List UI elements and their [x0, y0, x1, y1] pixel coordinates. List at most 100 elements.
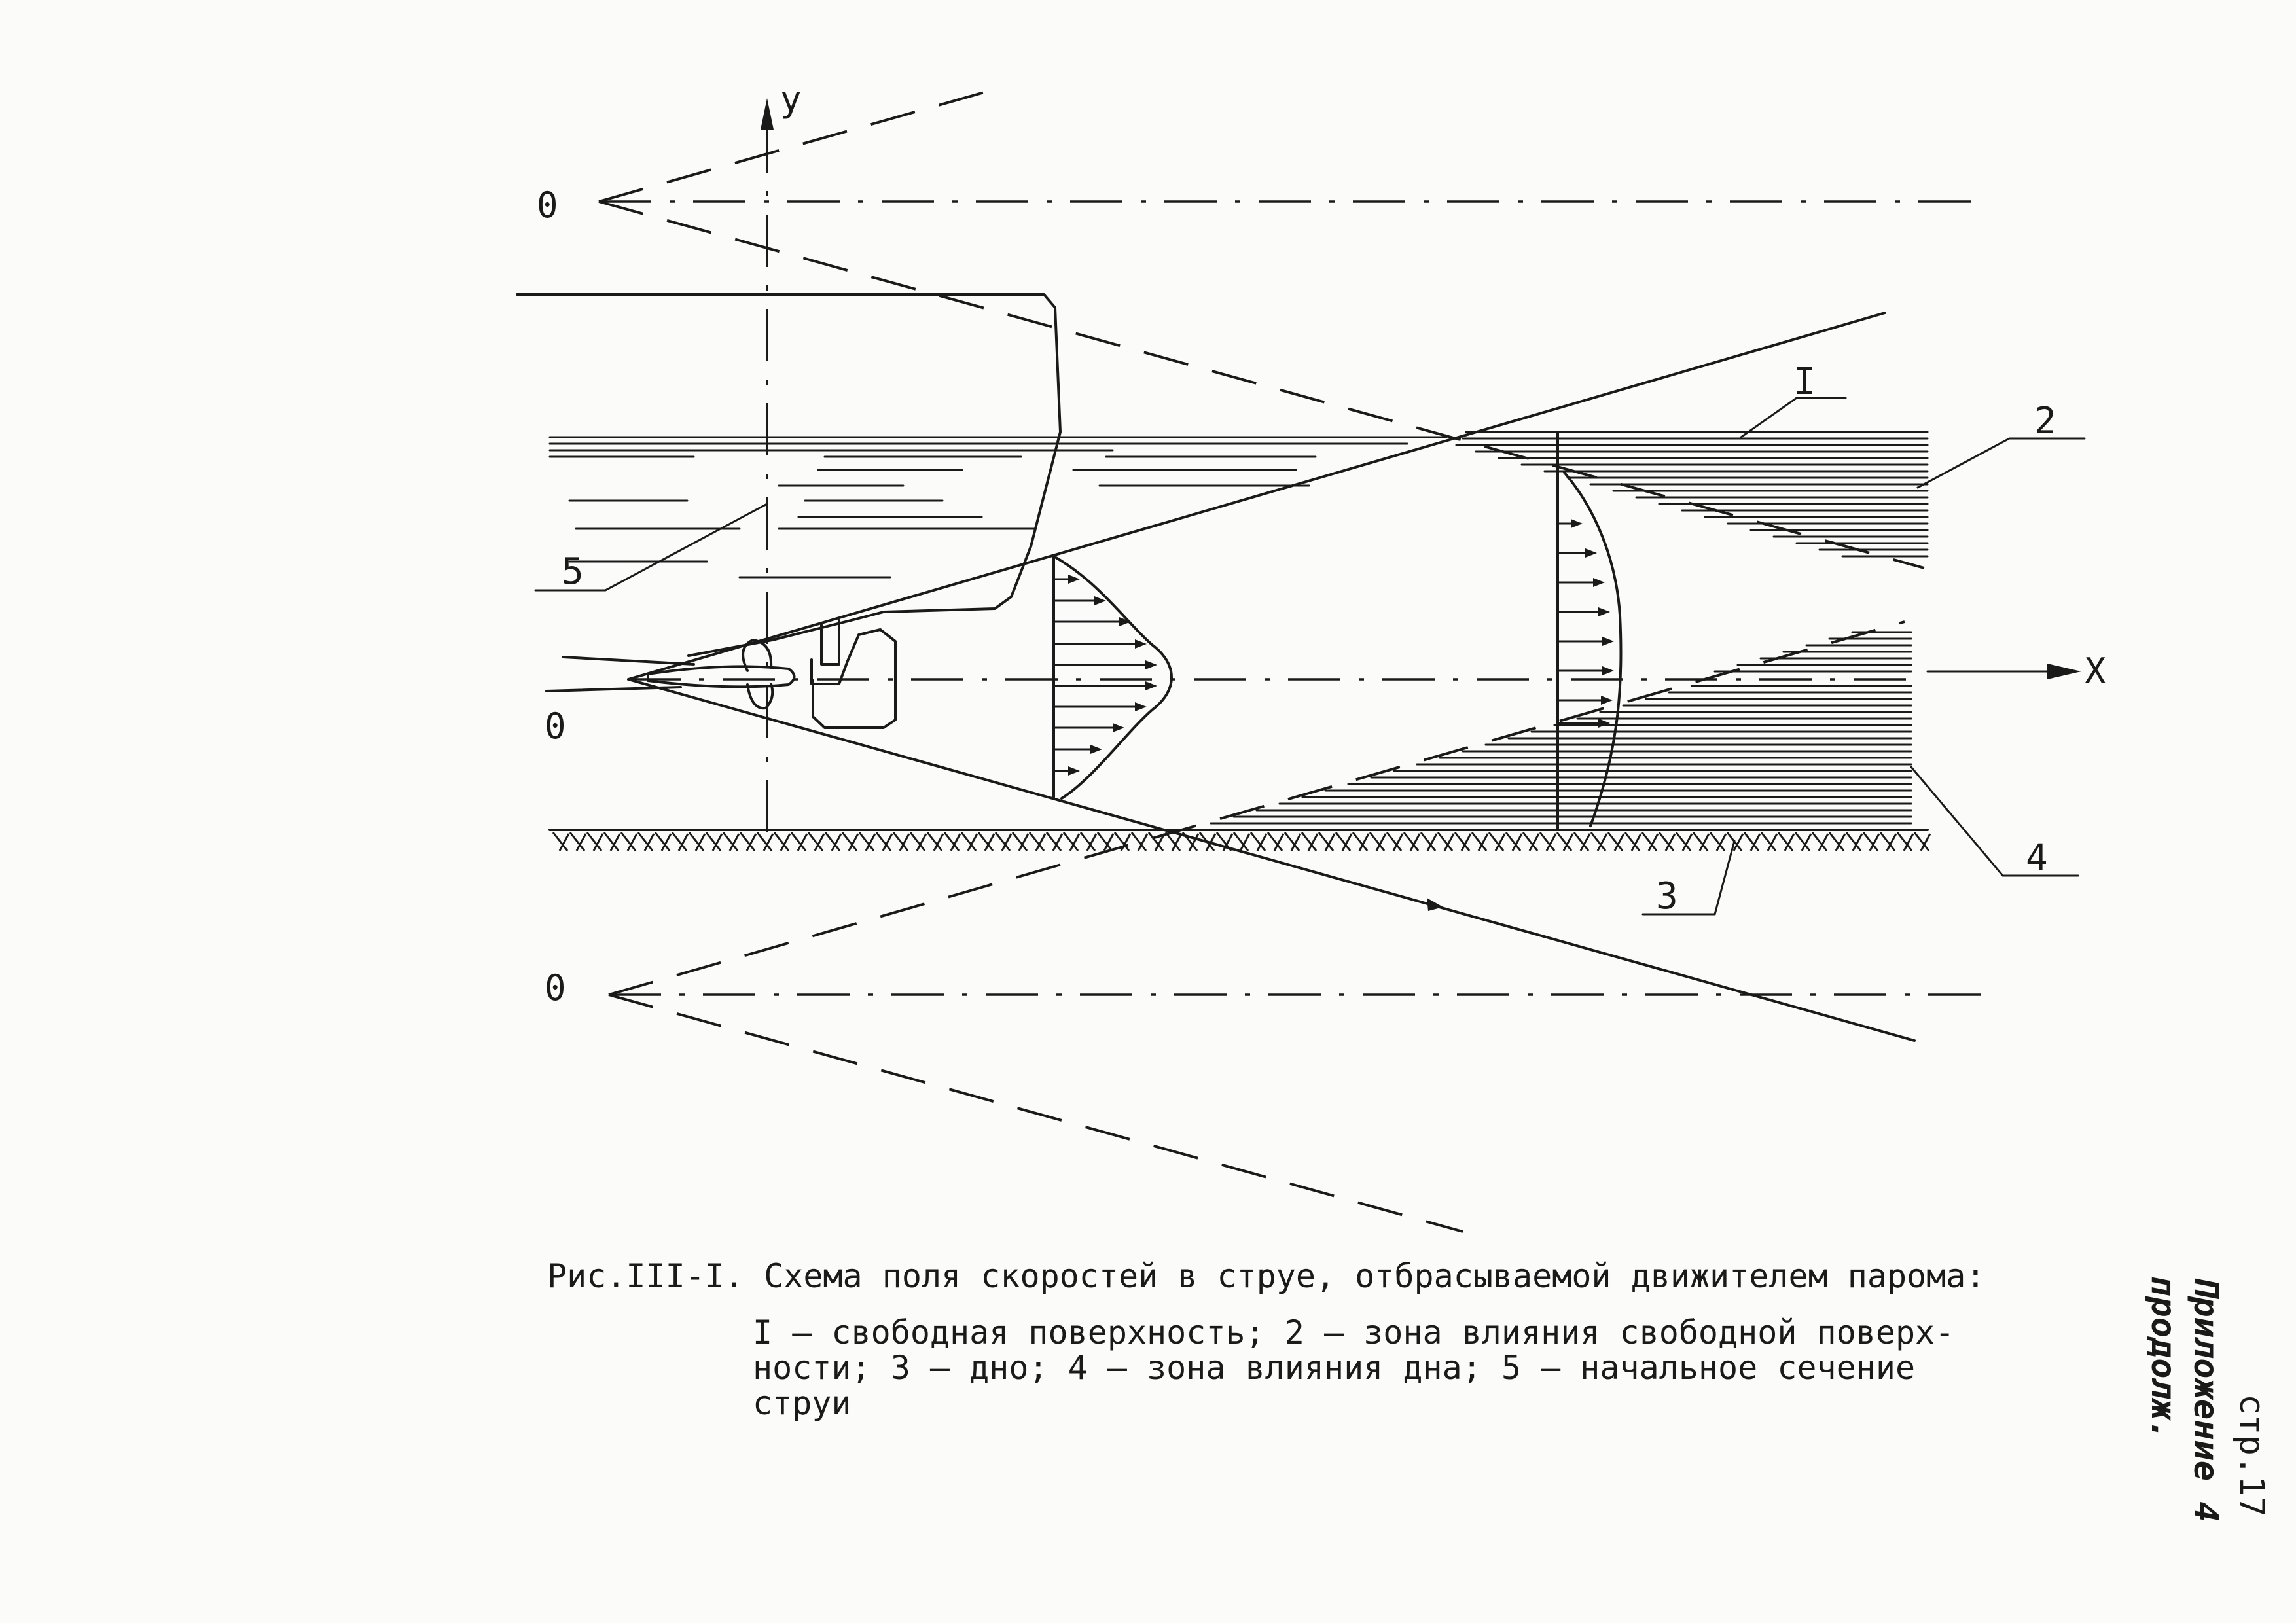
seabed-hatch-stroke	[1664, 833, 1676, 851]
origin-label-upper: 0	[537, 185, 558, 226]
seabed-hatch-stroke	[875, 832, 892, 851]
seabed-hatch-stroke	[1658, 832, 1675, 851]
seabed-hatch-stroke	[739, 832, 756, 851]
seabed-hatch-stroke	[1607, 832, 1624, 851]
velocity-arrow-head	[1585, 548, 1597, 558]
seabed-hatch-stroke	[609, 833, 621, 851]
seabed-hatch-stroke	[558, 833, 570, 851]
velocity-arrow-head	[1135, 639, 1147, 649]
velocity-arrow-head	[1598, 607, 1610, 616]
velocity-arrow-head	[1598, 719, 1610, 728]
seabed-hatch-stroke	[1386, 832, 1403, 851]
seabed-hatch-stroke	[1715, 833, 1727, 851]
initial-section-velocity-profile	[1052, 555, 1173, 800]
seabed-hatch-stroke	[1777, 832, 1794, 851]
seabed-hatch-stroke	[1069, 833, 1081, 851]
propeller-shaft-lower	[545, 686, 682, 692]
seabed-hatch-stroke	[1079, 832, 1096, 851]
seabed-hatch-stroke	[552, 832, 569, 851]
seabed-hatch-stroke	[1300, 832, 1318, 851]
seabed-hatch-stroke	[1556, 832, 1573, 851]
seabed-hatch-stroke	[1767, 833, 1778, 851]
jet-upper-boundary	[627, 312, 1886, 681]
seabed-hatch-stroke	[1647, 833, 1659, 851]
seabed-hatch-stroke	[1086, 833, 1098, 851]
seabed-hatch-stroke	[1369, 832, 1386, 851]
figure-caption-legend-line-1: I – свободная поверхность; 2 – зона влия…	[753, 1313, 1955, 1351]
side-note-continuation: продолж.	[2144, 1276, 2183, 1440]
seabed-hatch-stroke	[1641, 832, 1658, 851]
seabed-hatch-stroke	[1692, 832, 1709, 851]
seabed-hatch-stroke	[790, 832, 807, 851]
main-section-velocity-arrows	[1558, 519, 1614, 728]
seabed-hatch-stroke	[977, 832, 994, 851]
seabed-hatch-stroke	[1045, 832, 1062, 851]
side-note-appendix: Приложение 4	[2186, 1276, 2225, 1522]
seabed-hatch-stroke	[1903, 833, 1914, 851]
zone-label-5: 5	[562, 550, 584, 593]
velocity-arrow-head	[1094, 596, 1106, 605]
seabed-hatch-stroke	[762, 833, 774, 851]
seabed-hatch-stroke	[1409, 833, 1421, 851]
seabed-hatch-stroke	[1420, 832, 1437, 851]
seabed-hatch-stroke	[694, 833, 706, 851]
seabed-hatch-stroke	[575, 833, 587, 851]
seabed-hatch-stroke	[1811, 832, 1828, 851]
velocity-arrow-head	[1571, 519, 1583, 528]
seabed-hatch-stroke	[688, 832, 705, 851]
seabed-hatch-stroke	[1266, 832, 1283, 851]
seabed-hatch-stroke	[1862, 832, 1879, 851]
rudder-blade	[810, 628, 897, 729]
propeller-hub	[647, 665, 796, 688]
zone-label-2: 2	[2034, 400, 2056, 442]
seabed-hatch-stroke	[660, 833, 672, 851]
seabed-hatch-stroke	[705, 832, 722, 851]
seabed-hatch-stroke	[1215, 832, 1232, 851]
seabed-hatch-stroke	[882, 833, 893, 851]
main-section-velocity-profile	[1563, 471, 1623, 827]
rudder-post	[820, 619, 840, 666]
seabed-hatch-stroke	[745, 833, 757, 851]
seabed-hatch-stroke	[1794, 832, 1811, 851]
seabed-hatch-stroke	[1743, 832, 1760, 851]
seabed-hatching	[552, 832, 1931, 851]
seabed-hatch-stroke	[1522, 832, 1539, 851]
seabed-hatch-stroke	[1426, 833, 1438, 851]
seabed-hatch-stroke	[899, 833, 910, 851]
seabed-hatch-stroke	[865, 833, 876, 851]
seabed-hatch-stroke	[780, 833, 791, 851]
seabed-hatch-stroke	[1239, 833, 1251, 851]
seabed-hatch-stroke	[1709, 832, 1726, 851]
seabed-hatch-stroke	[967, 833, 978, 851]
seabed-hatch-stroke	[1443, 833, 1455, 851]
y-axis-label: у	[780, 79, 802, 120]
seabed-hatch-stroke	[711, 833, 723, 851]
seabed-hatch-stroke	[909, 832, 926, 851]
seabed-hatch-stroke	[620, 832, 637, 851]
seabed-hatch-stroke	[1232, 832, 1249, 851]
seabed-hatch-stroke	[848, 833, 859, 851]
seabed-hatch-stroke	[1273, 833, 1285, 851]
seabed-hatch-stroke	[1062, 832, 1079, 851]
seabed-hatch-stroke	[637, 832, 654, 851]
seabed-hatch-stroke	[586, 832, 603, 851]
seabed-hatch-stroke	[1352, 832, 1369, 851]
seabed-hatch-stroke	[626, 833, 638, 851]
ferry-hull-outline	[516, 293, 1062, 657]
seabed-hatch-stroke	[1358, 833, 1370, 851]
velocity-arrow-head	[1135, 702, 1147, 711]
seabed-hatch-stroke	[1147, 832, 1164, 851]
seabed-hatch-stroke	[1886, 833, 1897, 851]
seabed-hatch-stroke	[1011, 832, 1028, 851]
lower-image-bottom-boundary	[608, 993, 1463, 1233]
lower-image-top-boundary	[608, 620, 1905, 996]
propeller-shaft-upper	[562, 656, 695, 666]
seabed-hatch-stroke	[592, 833, 604, 851]
seabed-hatch-stroke	[926, 832, 943, 851]
velocity-arrow-head	[1602, 637, 1614, 646]
leader-zone-2	[1916, 437, 2086, 489]
seabed-hatch-stroke	[1222, 833, 1234, 851]
seabed-hatch-stroke	[671, 832, 688, 851]
leader-zone-1	[1740, 397, 1847, 438]
seabed-hatch-stroke	[1511, 833, 1523, 851]
